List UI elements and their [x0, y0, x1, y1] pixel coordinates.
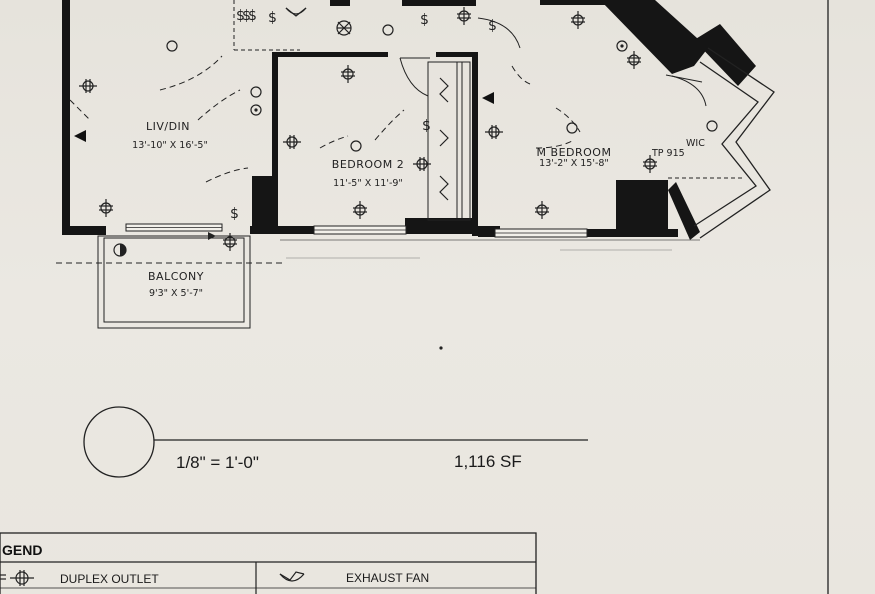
duplex-outlet-symbol — [457, 7, 471, 25]
phone-symbol — [113, 243, 127, 257]
ceiling-fan-symbol — [336, 20, 352, 36]
duplex-outlet-symbol — [223, 233, 237, 251]
svg-text:$: $ — [248, 8, 257, 24]
windows — [125, 223, 588, 238]
duplex-outlet-symbol — [353, 201, 367, 219]
svg-text:$: $ — [242, 8, 251, 24]
scale-label: 1/8" = 1'-0" — [176, 453, 259, 472]
exhaust-fan-symbol — [285, 7, 307, 17]
north-circle — [83, 406, 155, 478]
svg-text:$: $ — [236, 8, 245, 24]
duplex-outlet-icon — [0, 570, 34, 586]
duplex-outlet-symbol — [535, 201, 549, 219]
legend-title: GEND — [2, 542, 42, 558]
duplex-outlet-symbol — [413, 157, 431, 171]
closet-bedroom2 — [427, 61, 471, 221]
room-name-master-bedroom: M BEDROOM — [537, 146, 612, 159]
svg-text:$: $ — [420, 12, 429, 28]
duplex-outlet-symbol — [485, 125, 503, 139]
room-labels: LIV/DIN 13'-10" X 16'-5" BEDROOM 2 11'-5… — [132, 120, 705, 299]
electrical-symbols: $$$ $$$ $$ — [74, 7, 718, 257]
room-name-bedroom2: BEDROOM 2 — [332, 158, 404, 171]
svg-text:$: $ — [422, 118, 431, 134]
exhaust-fan-icon — [279, 571, 305, 582]
arrow-markers — [74, 92, 494, 240]
duplex-outlet-symbol — [571, 11, 585, 29]
door-swings — [233, 0, 707, 107]
legend-item-duplex-outlet: DUPLEX OUTLET — [60, 572, 159, 586]
room-dims-bedroom2: 11'-5" X 11'-9" — [333, 178, 403, 189]
duplex-outlet-symbol — [99, 199, 113, 217]
tp-tag: TP 915 — [651, 148, 685, 159]
title-block: 1/8" = 1'-0" 1,116 SF — [83, 406, 588, 478]
room-dims-balcony: 9'3" X 5'-7" — [149, 288, 203, 299]
room-name-wic: WIC — [686, 138, 705, 149]
area-label: 1,116 SF — [454, 452, 522, 471]
room-name-balcony: BALCONY — [148, 270, 204, 283]
duplex-outlet-symbol — [283, 135, 301, 149]
legend: GEND DUPLEX OUTLET EXHAUST FAN — [0, 532, 537, 594]
switch-symbols: $$$ $$$ $$ — [230, 8, 497, 222]
balcony — [56, 235, 282, 329]
svg-text:$: $ — [230, 206, 239, 222]
duplex-outlet-symbol — [79, 79, 97, 93]
light-fixture-symbol — [166, 24, 718, 152]
svg-text:$: $ — [488, 18, 497, 34]
room-dims-master-bedroom: 13'-2" X 15'-8" — [539, 158, 609, 169]
ceiling-lines — [69, 55, 581, 183]
duplex-outlet-symbol — [627, 51, 641, 69]
room-name-living-dining: LIV/DIN — [146, 120, 190, 133]
duplex-outlet-symbol — [341, 65, 355, 83]
svg-text:$: $ — [268, 10, 277, 26]
duplex-outlet-symbol — [643, 155, 657, 173]
room-dims-living-dining: 13'-10" X 16'-5" — [132, 140, 208, 151]
legend-item-exhaust-fan: EXHAUST FAN — [346, 571, 429, 585]
